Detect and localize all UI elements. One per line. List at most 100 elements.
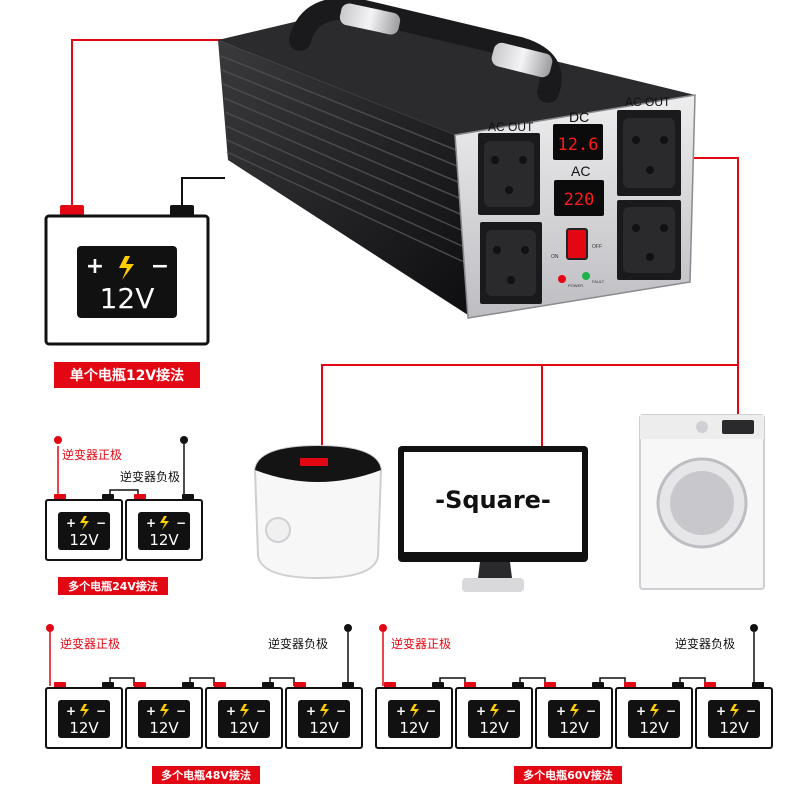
battery-face bbox=[58, 512, 110, 550]
switch-on-label: ON bbox=[551, 254, 559, 260]
battery-minus: − bbox=[256, 704, 266, 718]
inverter-positive-label-24v: 逆变器正极 bbox=[62, 447, 122, 462]
battery-face bbox=[548, 700, 600, 738]
neg-terminal-marker-48v bbox=[344, 624, 352, 632]
battery-single: + − 12V bbox=[44, 205, 210, 346]
washer-dial bbox=[696, 421, 708, 433]
power-switch[interactable] bbox=[566, 228, 588, 260]
battery-minus: − bbox=[96, 704, 106, 718]
caption-single-12v: 单个电瓶12V接法 bbox=[54, 362, 200, 388]
wires bbox=[71, 39, 739, 455]
lightning-icon bbox=[160, 704, 169, 718]
lightning-icon bbox=[730, 704, 739, 718]
lightning-icon bbox=[320, 704, 329, 718]
diagram-48v: 逆变器正极 逆变器负极 bbox=[46, 624, 352, 686]
battery-face bbox=[138, 700, 190, 738]
battery-48v-1: +−12V bbox=[45, 682, 123, 749]
pos-terminal-marker-24v bbox=[54, 436, 62, 444]
pos-terminal-marker-48v bbox=[46, 624, 54, 632]
battery-plus: + bbox=[636, 704, 646, 718]
handle-grip-left bbox=[339, 3, 401, 35]
power-led bbox=[558, 275, 566, 283]
dc-reading: 12.6 bbox=[558, 135, 599, 155]
battery-voltage: 12V bbox=[149, 719, 179, 737]
battery-60v-5: +−12V bbox=[695, 682, 773, 749]
fault-led bbox=[582, 272, 590, 280]
heat-fins bbox=[220, 55, 465, 263]
inverter-positive-label-48v: 逆变器正极 bbox=[60, 636, 120, 651]
dc-label: DC bbox=[569, 109, 589, 125]
monitor-base bbox=[462, 578, 524, 592]
battery-face bbox=[298, 700, 350, 738]
diagram-24v: 逆变器正极 逆变器负极 bbox=[54, 436, 188, 498]
inverter-negative-label-60v: 逆变器负极 bbox=[675, 636, 735, 651]
battery-negative-terminal bbox=[170, 205, 194, 217]
battery-voltage: 12V bbox=[399, 719, 429, 737]
battery-face bbox=[77, 246, 177, 318]
rice-cooker-knob bbox=[265, 517, 291, 543]
battery-voltage: 12V bbox=[149, 531, 179, 549]
battery-plus: + bbox=[146, 516, 156, 530]
lightning-icon bbox=[80, 704, 89, 718]
battery-plus: + bbox=[86, 254, 104, 279]
ac-reading: 220 bbox=[564, 190, 595, 210]
battery-48v-3: +−12V bbox=[205, 682, 283, 749]
caption-24v: 多个电瓶24V接法 bbox=[58, 577, 168, 595]
wire-single-negative bbox=[181, 177, 225, 212]
power-led-label: POWER bbox=[568, 283, 583, 288]
battery-48v-2: +−12V bbox=[125, 682, 203, 749]
ac-out-right-label: AC OUT bbox=[625, 95, 671, 109]
pos-terminal-marker-60v bbox=[379, 624, 387, 632]
lightning-icon bbox=[650, 704, 659, 718]
battery-positive-terminal bbox=[60, 205, 84, 217]
battery-face bbox=[628, 700, 680, 738]
battery-minus: − bbox=[426, 704, 436, 718]
socket-bottom-right bbox=[617, 200, 681, 280]
battery-60v-4: + −12V bbox=[615, 682, 693, 749]
battery-minus: − bbox=[336, 704, 346, 718]
diagram-60v: 逆变器正极 逆变器负极 bbox=[379, 624, 758, 686]
battery-voltage: 12V bbox=[100, 282, 155, 315]
socket-top-right bbox=[617, 110, 681, 196]
inverter-negative-label-24v: 逆变器负极 bbox=[120, 469, 180, 484]
battery-minus: − bbox=[176, 704, 186, 718]
battery-face bbox=[708, 700, 760, 738]
battery-plus: + bbox=[396, 704, 406, 718]
battery-plus: + bbox=[556, 704, 566, 718]
battery-60v-3: +−12V bbox=[535, 682, 613, 749]
battery-minus: − bbox=[151, 254, 169, 279]
inverter: AC OUT AC OUT DC 12.6 AC 220 ON OFF POWE… bbox=[218, 0, 696, 319]
battery-voltage: 12V bbox=[719, 719, 749, 737]
ac-display bbox=[554, 180, 604, 216]
rice-cooker bbox=[253, 444, 383, 580]
washer-display bbox=[722, 420, 754, 434]
neg-terminal-marker-24v bbox=[180, 436, 188, 444]
battery-plus: + bbox=[476, 704, 486, 718]
washer-door-glass bbox=[670, 471, 734, 535]
battery-plus: + bbox=[66, 704, 76, 718]
battery-face bbox=[138, 512, 190, 550]
inverter-negative-label-48v: 逆变器负极 bbox=[268, 636, 328, 651]
wire-single-positive bbox=[71, 39, 225, 212]
battery-face bbox=[468, 700, 520, 738]
battery-60v-1: + −12V bbox=[375, 682, 453, 749]
battery-minus: − bbox=[666, 704, 676, 718]
battery-voltage: 12V bbox=[559, 719, 589, 737]
inverter-top bbox=[218, 10, 695, 135]
lightning-icon bbox=[160, 516, 169, 530]
battery-voltage: 12V bbox=[69, 531, 99, 549]
lightning-icon bbox=[119, 256, 134, 280]
battery-voltage: 12V bbox=[309, 719, 339, 737]
lightning-icon bbox=[490, 704, 499, 718]
battery-minus: − bbox=[176, 516, 186, 530]
battery-voltage: 12V bbox=[639, 719, 669, 737]
battery-minus: − bbox=[746, 704, 756, 718]
handle-grip-right bbox=[491, 42, 553, 78]
battery-face bbox=[388, 700, 440, 738]
rice-cooker-display bbox=[300, 458, 328, 466]
socket-top-left bbox=[478, 133, 540, 215]
battery-minus: − bbox=[96, 516, 106, 530]
switch-off-label: OFF bbox=[592, 244, 602, 250]
battery-60v-2: +−12V bbox=[455, 682, 533, 749]
small-batteries: +−12V+−12V+−12V+−12V+−12V+−12V+−12V+−12V… bbox=[45, 494, 773, 749]
